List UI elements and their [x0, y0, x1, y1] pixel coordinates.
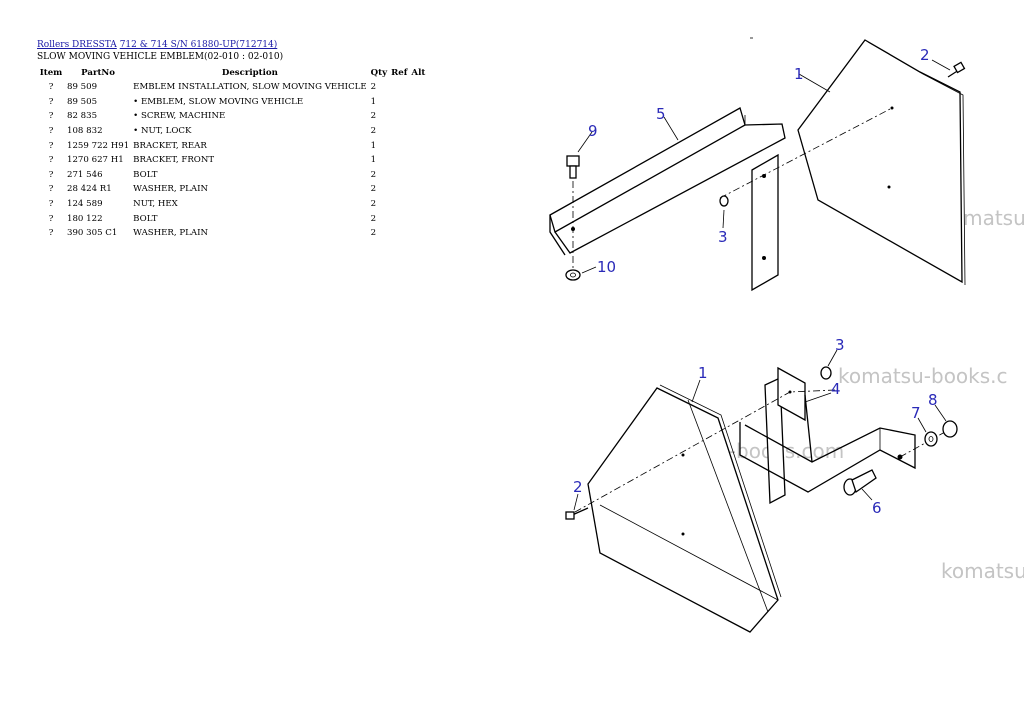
cell-qty: 1: [370, 155, 377, 166]
cell-description: NUT, HEX: [133, 199, 178, 210]
table-row: ? 180 122 BOLT 2: [37, 211, 433, 226]
breadcrumb-model-link[interactable]: Rollers DRESSTA: [37, 40, 117, 50]
callout-label: 5: [656, 105, 666, 123]
callout-label: 2: [920, 46, 930, 64]
cell-qty: 2: [370, 82, 377, 93]
callout-label: 7: [911, 404, 921, 422]
cell-description: WASHER, PLAIN: [133, 228, 208, 239]
cell-item: ?: [48, 184, 54, 195]
callout-label: 4: [831, 380, 841, 398]
header-partno: PartNo: [81, 68, 116, 78]
callout-label: 8: [928, 391, 938, 409]
cell-description: BRACKET, FRONT: [133, 155, 215, 166]
cell-partno: 28 424 R1: [67, 184, 112, 195]
bolt-drawing: [843, 469, 877, 496]
header-description: Description: [221, 68, 278, 78]
breadcrumb: Rollers DRESSTA 712 & 714 S/N 61880-UP(7…: [37, 39, 277, 51]
cell-partno: 89 509: [67, 82, 98, 93]
cell-qty: 2: [370, 111, 377, 122]
cell-description: • NUT, LOCK: [133, 126, 192, 137]
cell-description: EMBLEM INSTALLATION, SLOW MOVING VEHICLE: [133, 82, 367, 93]
cell-qty: 1: [370, 140, 377, 151]
cell-partno: 82 835: [67, 111, 98, 122]
watermark-text: komatsu: [941, 559, 1024, 583]
table-row: ? 390 305 C1 WASHER, PLAIN 2: [37, 226, 433, 241]
page-title: SLOW MOVING VEHICLE EMBLEM(02-010 : 02-0…: [37, 52, 284, 62]
cell-partno: 1259 722 H91: [67, 140, 130, 151]
cell-partno: 390 305 C1: [67, 228, 118, 239]
cell-item: ?: [48, 228, 54, 239]
callout-label: 2: [573, 478, 583, 496]
table-row: ? 108 832 • NUT, LOCK 2: [37, 124, 433, 139]
table-row: ? 124 589 NUT, HEX 2: [37, 197, 433, 212]
cell-description: BOLT: [133, 213, 158, 224]
cell-partno: 108 832: [67, 126, 103, 137]
cell-qty: 2: [370, 126, 377, 137]
cell-item: ?: [48, 82, 54, 93]
cell-partno: 271 546: [67, 169, 103, 180]
cell-description: • SCREW, MACHINE: [133, 111, 226, 122]
table-header-row: Item PartNo Description Qty Ref Alt: [37, 66, 433, 80]
callout-label: 3: [835, 336, 845, 354]
parts-table: Item PartNo Description Qty Ref Alt ? 89 …: [37, 66, 433, 241]
callout-label: 10: [597, 258, 616, 276]
top-emblem-drawing: [797, 39, 966, 286]
breadcrumb-serial-link[interactable]: 712 & 714 S/N 61880-UP(712714): [119, 40, 278, 50]
watermark-text: komatsu-books.c: [838, 364, 1008, 388]
cell-qty: 2: [370, 169, 377, 180]
table-row: ? 28 424 R1 WASHER, PLAIN 2: [37, 182, 433, 197]
cell-qty: 2: [370, 228, 377, 239]
cell-partno: 89 505: [67, 96, 98, 107]
cell-qty: 2: [370, 199, 377, 210]
table-row: ? 89 505 • EMBLEM, SLOW MOVING VEHICLE 1: [37, 95, 433, 110]
bottom-emblem-drawing: [587, 384, 782, 633]
cell-item: ?: [48, 140, 54, 151]
cell-item: ?: [48, 96, 54, 107]
screw-drawing: [947, 61, 966, 78]
table-row: ? 82 835 • SCREW, MACHINE 2: [37, 109, 433, 124]
cell-item: ?: [48, 213, 54, 224]
bottom-bracket-drawing: [739, 366, 916, 505]
cell-qty: 1: [370, 96, 377, 107]
cell-item: ?: [48, 169, 54, 180]
callout-label: 1: [698, 364, 708, 382]
cell-partno: 180 122: [67, 213, 103, 224]
screw-drawing: [565, 507, 589, 520]
cell-description: WASHER, PLAIN: [133, 184, 208, 195]
cell-description: BRACKET, REAR: [133, 140, 207, 151]
callout-label: 6: [872, 499, 882, 517]
bolt-drawing: [566, 155, 580, 179]
header-ref: Ref: [391, 68, 408, 78]
cell-item: ?: [48, 126, 54, 137]
header-alt: Alt: [411, 68, 426, 78]
callout-label: 1: [794, 65, 804, 83]
callout-label: 9: [588, 122, 598, 140]
table-row: ? 271 546 BOLT 2: [37, 168, 433, 183]
table-row: ? 89 509 EMBLEM INSTALLATION, SLOW MOVING …: [37, 80, 433, 95]
cell-description: BOLT: [133, 169, 158, 180]
cell-description: • EMBLEM, SLOW MOVING VEHICLE: [133, 96, 304, 107]
header-qty: Qty: [370, 68, 388, 78]
cell-partno: 124 589: [67, 199, 103, 210]
callout-label: 3: [718, 228, 728, 246]
cell-qty: 2: [370, 184, 377, 195]
header-item: Item: [39, 68, 63, 78]
table-row: ? 1270 627 H1 BRACKET, FRONT 1: [37, 153, 433, 168]
cell-qty: 2: [370, 213, 377, 224]
cell-partno: 1270 627 H1: [67, 155, 124, 166]
top-bracket-drawing: [549, 107, 786, 292]
cell-item: ?: [48, 199, 54, 210]
cell-item: ?: [48, 155, 54, 166]
cell-item: ?: [48, 111, 54, 122]
